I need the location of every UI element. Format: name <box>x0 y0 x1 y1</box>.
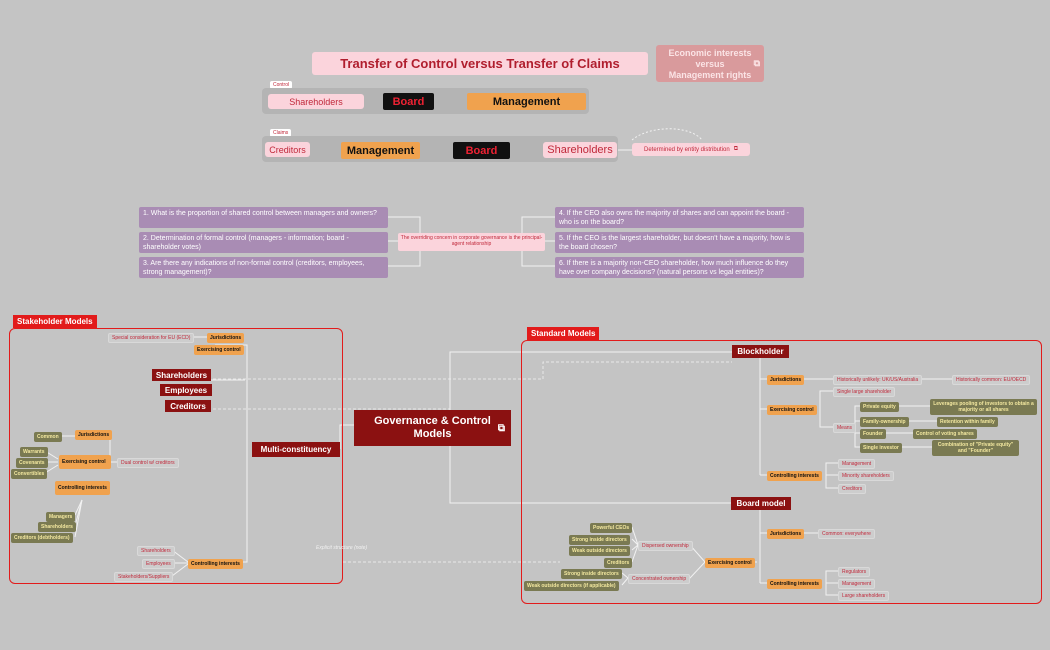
means-node[interactable]: Means <box>833 423 857 433</box>
entity-distribution-note[interactable]: Determined by entity distribution ⧉ <box>632 143 750 156</box>
note-retention-family[interactable]: Retention within family <box>937 417 998 427</box>
economic-interests-note[interactable]: Economic interests versus Management rig… <box>656 45 764 82</box>
page-title-text: Transfer of Control versus Transfer of C… <box>340 56 620 71</box>
board-ci-regulators[interactable]: Regulators <box>838 567 871 577</box>
governance-control-models-node[interactable]: Governance & Control Models ⧉ <box>354 410 511 446</box>
means-private-equity[interactable]: Private equity <box>860 402 899 412</box>
historically-unlikely[interactable]: Historically unlikely: UK/US/Australia <box>833 375 923 385</box>
board-ci-large-shareholders[interactable]: Large shareholders <box>838 591 890 601</box>
dispersed-creditors[interactable]: Creditors <box>604 558 633 568</box>
control-shareholders[interactable]: Shareholders <box>268 94 364 109</box>
standard-models-label: Standard Models <box>527 327 600 340</box>
control-tag: Control <box>270 81 293 89</box>
external-link-icon[interactable]: ⧉ <box>753 58 760 68</box>
external-link-icon[interactable]: ⧉ <box>497 423 505 434</box>
bottom-controlling-interests[interactable]: Controlling interests <box>188 559 243 569</box>
historically-common[interactable]: Historically common: EU/OECD <box>952 375 1031 385</box>
left-jurisdictions[interactable]: Jurisdictions <box>75 430 113 440</box>
bottom-employees[interactable]: Employees <box>142 559 175 569</box>
weak-outside-directors[interactable]: Weak outside directors <box>569 546 630 556</box>
bottom-stakeholders-suppliers[interactable]: Stakeholders/Suppliers <box>114 572 174 582</box>
blockholder-jurisdictions[interactable]: Jurisdictions <box>767 375 805 385</box>
external-link-icon[interactable]: ⧉ <box>733 146 738 152</box>
ci-managers[interactable]: Managers <box>46 512 76 522</box>
claims-board[interactable]: Board <box>453 142 510 159</box>
note-pooling-investors[interactable]: Leverages pooling of investors to obtain… <box>930 399 1037 415</box>
board-exercising-control[interactable]: Exercising control <box>705 558 755 568</box>
blockholder-controlling-interests[interactable]: Controlling interests <box>767 471 822 481</box>
single-large-shareholder[interactable]: Single large shareholder <box>833 387 896 397</box>
board-ci-management[interactable]: Management <box>838 579 876 589</box>
claims-management[interactable]: Management <box>341 142 420 159</box>
special-consideration-eu[interactable]: Special consideration for EU (ECD) <box>108 333 195 343</box>
center-line-2: Models <box>413 428 452 440</box>
concentrated-strong-inside[interactable]: Strong inside directors <box>561 569 622 579</box>
blockholder-exercising-control[interactable]: Exercising control <box>767 405 817 415</box>
ci-creditors[interactable]: Creditors (debtholders) <box>11 533 73 543</box>
strong-inside-directors[interactable]: Strong inside directors <box>569 535 630 545</box>
claims-creditors[interactable]: Creditors <box>265 142 310 157</box>
blockholder-ci-minority[interactable]: Minority shareholders <box>838 471 894 481</box>
entity-distribution-text: Determined by entity distribution <box>643 146 730 153</box>
blockholder-ci-management[interactable]: Management <box>838 459 876 469</box>
concentrated-ownership[interactable]: Concentrated ownership <box>628 574 691 584</box>
note-line-2: versus <box>695 59 725 69</box>
stakeholder-models-box <box>9 328 343 584</box>
blockholder-ci-creditors[interactable]: Creditors <box>838 484 867 494</box>
center-line-1: Governance & Control <box>374 415 491 427</box>
dispersed-ownership[interactable]: Dispersed ownership <box>638 541 693 551</box>
party-employees[interactable]: Employees <box>160 384 212 396</box>
note-line-3: Management rights <box>668 70 752 80</box>
party-shareholders[interactable]: Shareholders <box>152 369 211 381</box>
note-line-1: Economic interests <box>668 48 752 58</box>
left-common[interactable]: Common <box>34 432 62 442</box>
board-controlling-interests[interactable]: Controlling interests <box>767 579 822 589</box>
blockholder-node[interactable]: Blockholder <box>732 345 789 358</box>
dual-control-creditors[interactable]: Dual control w/ creditors <box>117 458 179 468</box>
principal-agent-node[interactable]: The overriding concern in corporate gove… <box>398 233 545 251</box>
powerful-ceos[interactable]: Powerful CEOs <box>590 523 633 533</box>
control-management[interactable]: Management <box>467 93 586 110</box>
question-3[interactable]: 3. Are there any indications of non-form… <box>139 257 388 278</box>
page-title[interactable]: Transfer of Control versus Transfer of C… <box>312 52 648 75</box>
question-4[interactable]: 4. If the CEO also owns the majority of … <box>555 207 804 228</box>
party-creditors[interactable]: Creditors <box>165 400 211 412</box>
means-family-ownership[interactable]: Family-ownership <box>860 417 909 427</box>
question-1[interactable]: 1. What is the proportion of shared cont… <box>139 207 388 228</box>
dashed-link-label: Explicit structure (note) <box>316 545 368 551</box>
multi-constituency-node[interactable]: Multi-constituency <box>252 442 340 457</box>
principal-agent-text: The overriding concern in corporate gove… <box>400 235 543 247</box>
claims-shareholders[interactable]: Shareholders <box>543 142 617 158</box>
stakeholder-jurisdictions[interactable]: Jurisdictions <box>207 333 245 343</box>
left-convertibles[interactable]: Convertibles <box>11 469 48 479</box>
claims-tag: Claims <box>270 129 292 137</box>
left-exercising-control[interactable]: Exercising control <box>59 455 111 469</box>
left-controlling-interests[interactable]: Controlling interests <box>55 481 110 495</box>
question-5[interactable]: 5. If the CEO is the largest shareholder… <box>555 232 804 253</box>
means-single-investor[interactable]: Single investor <box>860 443 902 453</box>
standard-models-box <box>521 340 1042 604</box>
left-covenants[interactable]: Covenants <box>16 458 48 468</box>
ci-shareholders[interactable]: Shareholders <box>38 522 76 532</box>
note-control-voting[interactable]: Control of voting shares <box>913 429 977 439</box>
stakeholder-exercising-control[interactable]: Exercising control <box>194 345 244 355</box>
left-warrants[interactable]: Warrants <box>20 447 48 457</box>
board-model-node[interactable]: Board model <box>731 497 791 510</box>
question-2[interactable]: 2. Determination of formal control (mana… <box>139 232 388 253</box>
stakeholder-models-label: Stakeholder Models <box>13 315 97 328</box>
means-founder[interactable]: Founder <box>860 429 886 439</box>
question-6[interactable]: 6. If there is a majority non-CEO shareh… <box>555 257 804 278</box>
bottom-shareholders[interactable]: Shareholders <box>137 546 175 556</box>
common-everywhere[interactable]: Common: everywhere <box>818 529 875 539</box>
control-board[interactable]: Board <box>383 93 434 110</box>
concentrated-weak-outside[interactable]: Weak outside directors (if applicable) <box>524 581 619 591</box>
note-combination[interactable]: Combination of "Private equity" and "Fou… <box>932 440 1019 456</box>
board-jurisdictions[interactable]: Jurisdictions <box>767 529 805 539</box>
